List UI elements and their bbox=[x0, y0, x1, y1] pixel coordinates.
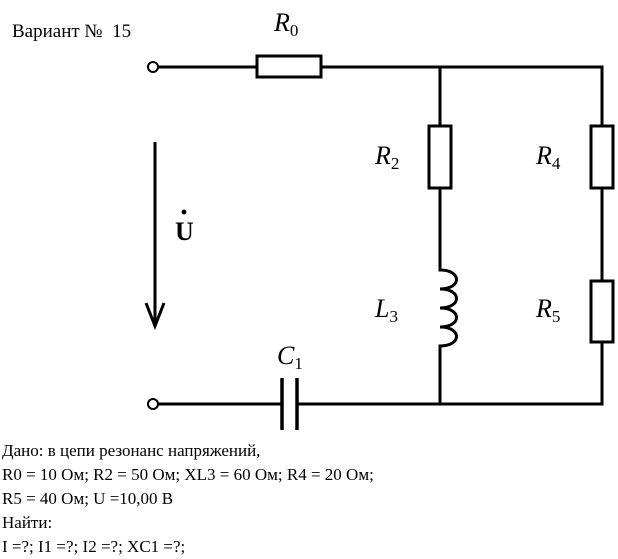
resistor-r0 bbox=[255, 54, 323, 79]
variant-number: 15 bbox=[112, 21, 132, 42]
given-line: R5 = 40 Ом; U =10,00 В bbox=[2, 489, 174, 508]
voltage-label-dot bbox=[181, 209, 187, 215]
given-line: Дано: в цепи резонанс напряжений, bbox=[2, 441, 261, 460]
problem-statement: Дано: в цепи резонанс напряжений, R0 = 1… bbox=[2, 439, 374, 559]
inductor-l3 bbox=[439, 268, 458, 348]
label-l3: L3 bbox=[374, 294, 398, 326]
variant-heading: Вариант № 15 bbox=[12, 21, 131, 43]
circuit-diagram: U R0 R2 R4 L3 R5 C1 bbox=[144, 8, 615, 430]
label-c1: C1 bbox=[277, 341, 303, 373]
variant-label: Вариант № bbox=[12, 21, 103, 42]
given-line: R0 = 10 Ом; R2 = 50 Ом; XL3 = 60 Ом; R4 … bbox=[2, 465, 374, 484]
voltage-arrow-head bbox=[144, 302, 166, 331]
terminal-top bbox=[147, 61, 159, 73]
label-r5: R5 bbox=[535, 294, 560, 326]
terminal-bottom bbox=[147, 398, 159, 410]
resistor-r5 bbox=[589, 279, 615, 344]
resistor-r4 bbox=[589, 124, 615, 190]
voltage-label: U bbox=[175, 217, 194, 246]
find-line: I =?; I1 =?; I2 =?; XC1 =?; bbox=[2, 537, 186, 556]
label-r4: R4 bbox=[535, 141, 561, 173]
resistor-r2 bbox=[427, 124, 453, 190]
label-r2: R2 bbox=[374, 141, 399, 173]
label-r0: R0 bbox=[273, 8, 298, 40]
find-heading: Найти: bbox=[2, 513, 53, 532]
